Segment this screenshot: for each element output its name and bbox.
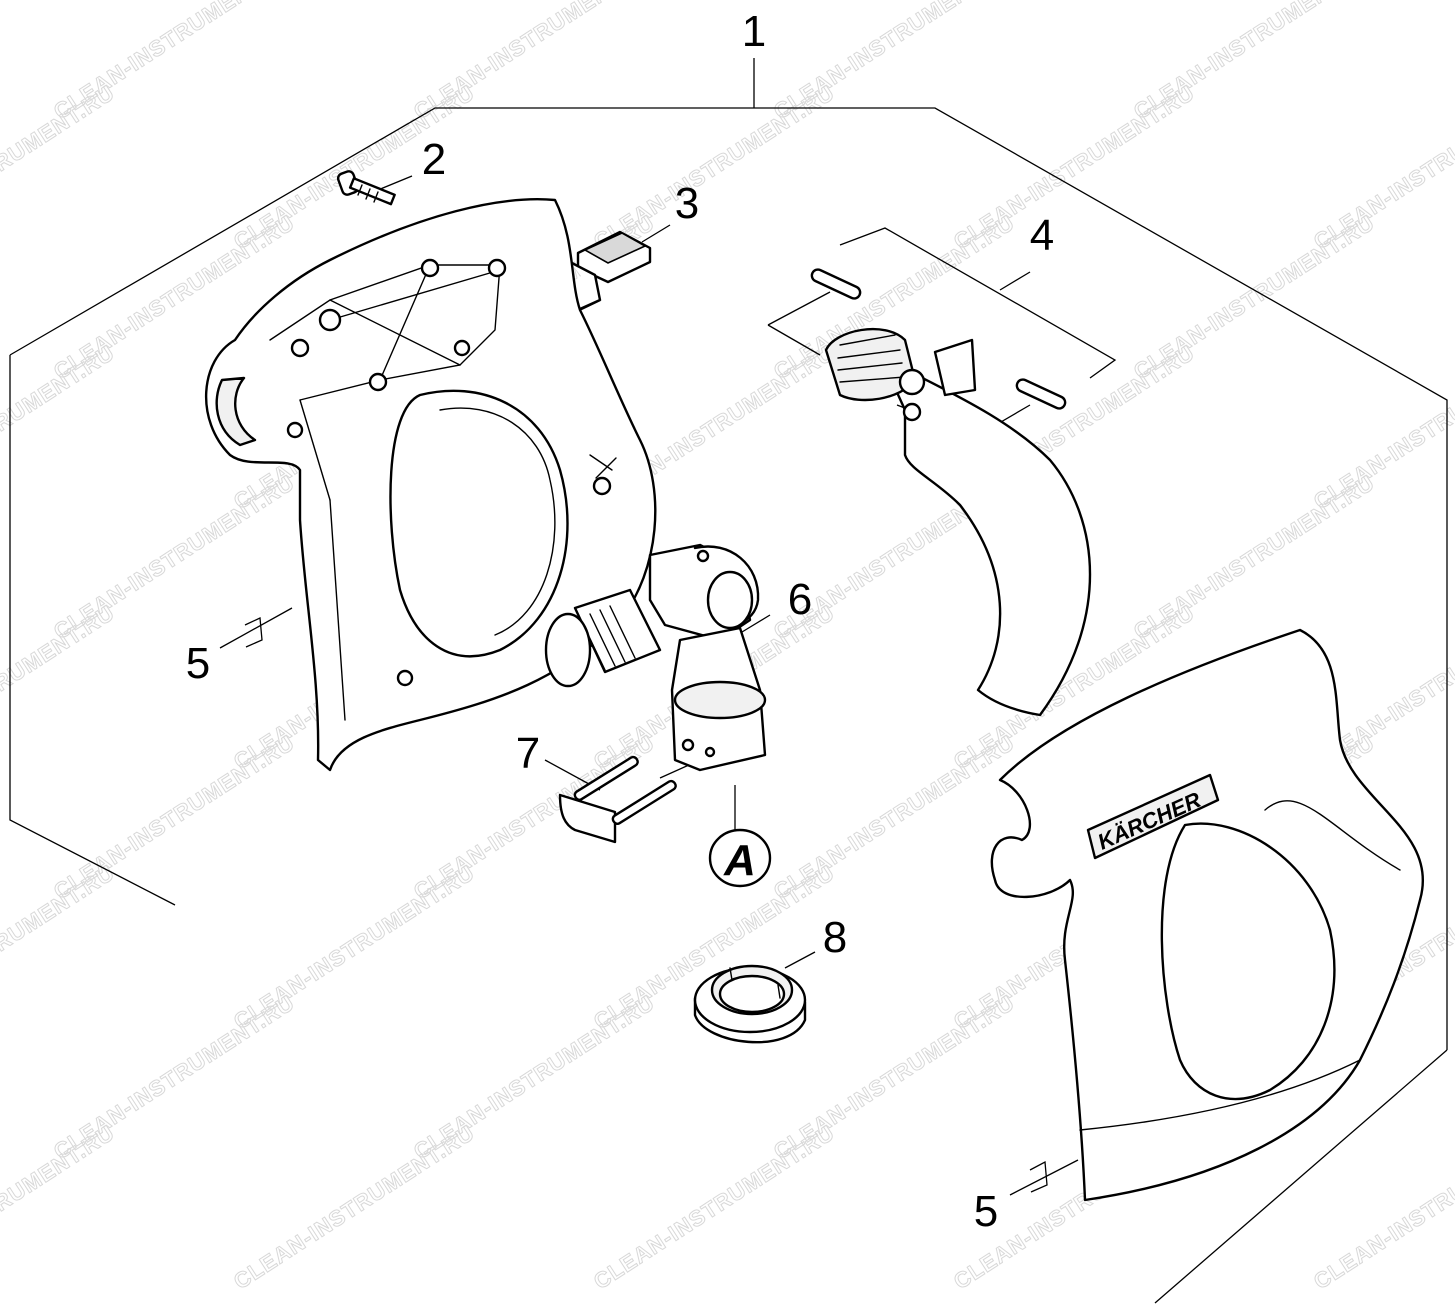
callout-3: 3 xyxy=(675,179,699,228)
callout-1: 1 xyxy=(742,7,766,56)
watermark-text: CLEAN-INSTRUMENT.RU xyxy=(1309,1120,1455,1294)
callout-4: 4 xyxy=(1030,211,1054,260)
part-7-retaining-clip xyxy=(558,755,677,844)
watermark-text: CLEAN-INSTRUMENT.RU xyxy=(1309,80,1455,254)
callout-5-left: 5 xyxy=(186,639,210,688)
part-8-ring xyxy=(693,964,807,1044)
callout-numbers: 1 2 3 4 5 5 6 7 8 xyxy=(186,7,1054,1236)
watermark-text: CLEAN-INSTRUMENT.RU xyxy=(229,1120,479,1294)
left-housing-half xyxy=(204,198,657,772)
part-4-trigger xyxy=(810,268,1092,717)
callout-5-right: 5 xyxy=(974,1187,998,1236)
part-6-elbow-fitting xyxy=(544,543,767,772)
assembly-outline xyxy=(9,107,1448,1304)
callout-2: 2 xyxy=(422,135,446,184)
detail-mark-a: A xyxy=(708,828,772,888)
right-housing-half: KÄRCHER xyxy=(990,628,1424,1202)
detail-mark-label: A xyxy=(723,836,756,885)
callout-6: 6 xyxy=(788,575,812,624)
watermark-text: CLEAN-INSTRUMENT.RU xyxy=(1309,340,1455,514)
watermark-text: CLEAN-INSTRUMENT.RU xyxy=(589,1120,839,1294)
callout-7: 7 xyxy=(516,729,540,778)
part-2-screw xyxy=(336,170,396,206)
callout-8: 8 xyxy=(823,913,847,962)
